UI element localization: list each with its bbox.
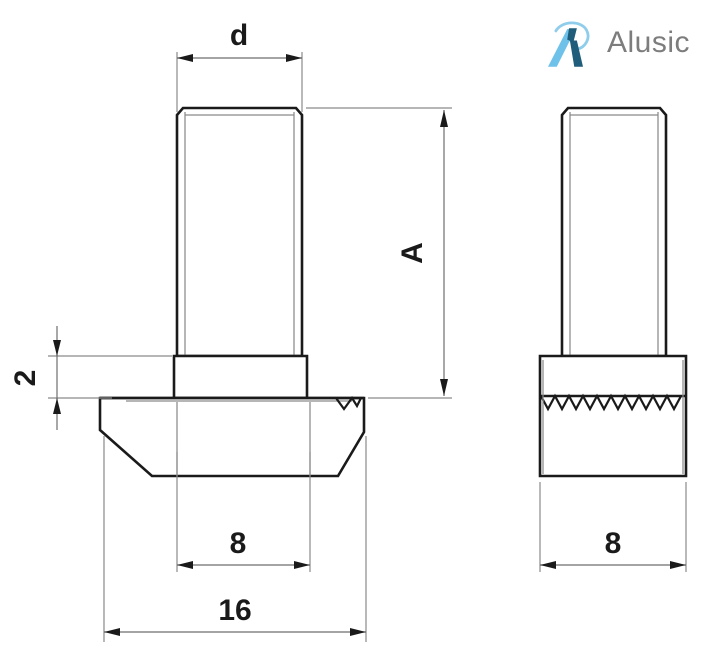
logo-dark-wedge bbox=[567, 28, 577, 43]
dim-2-value: 2 bbox=[9, 370, 42, 387]
dim-a-value: A bbox=[396, 242, 429, 264]
dim-16-arrow-right bbox=[350, 628, 366, 636]
side-threaded-shaft-outline bbox=[560, 106, 668, 358]
front-break-serration-symbol bbox=[335, 396, 362, 411]
dim-16-value: 16 bbox=[218, 594, 251, 627]
side-t-slot-head-outline bbox=[538, 354, 688, 478]
dim-d-value: d bbox=[230, 19, 248, 52]
dim-8f-value: 8 bbox=[230, 527, 247, 560]
logo-mark-svg bbox=[547, 21, 590, 67]
dimension-2-collar-thickness: 2 bbox=[9, 326, 172, 430]
alusic-a-r-monogram-icon bbox=[541, 16, 597, 72]
dimension-8-head-depth: 8 bbox=[539, 482, 687, 572]
dimension-a-overall-length: A bbox=[306, 107, 452, 399]
dim-a-arrow-top bbox=[440, 110, 448, 127]
dim-2-arrow-bottom bbox=[53, 398, 61, 414]
front-collar-flange-outline bbox=[172, 354, 309, 400]
dim-2-arrow-top bbox=[53, 340, 61, 356]
side-view bbox=[538, 106, 688, 478]
front-t-slot-head-outline bbox=[98, 396, 366, 478]
logo-dark-leg bbox=[569, 40, 583, 67]
dim-8f-arrow-left bbox=[177, 561, 193, 569]
dim-8s-arrow-left bbox=[540, 561, 556, 569]
dim-d-arrow-left bbox=[177, 54, 193, 62]
dim-8s-value: 8 bbox=[605, 527, 622, 560]
brand-wordmark: Alusic bbox=[606, 25, 690, 59]
front-view bbox=[98, 106, 366, 478]
dim-16-arrow-left bbox=[104, 628, 120, 636]
brand-logo: Alusic bbox=[541, 16, 690, 72]
front-threaded-shaft-outline bbox=[175, 106, 304, 358]
logo-arc bbox=[554, 21, 590, 51]
dim-d-arrow-right bbox=[286, 54, 302, 62]
dimension-16-head-overall-width: 16 bbox=[103, 436, 367, 642]
dimension-d-thread-diameter: d bbox=[176, 19, 303, 112]
dimension-8-head-top-width: 8 bbox=[176, 452, 311, 572]
side-knurled-serration-band bbox=[540, 393, 682, 412]
dim-8f-arrow-right bbox=[294, 561, 310, 569]
dim-a-arrow-bottom bbox=[440, 379, 448, 396]
dim-8s-arrow-right bbox=[670, 561, 686, 569]
